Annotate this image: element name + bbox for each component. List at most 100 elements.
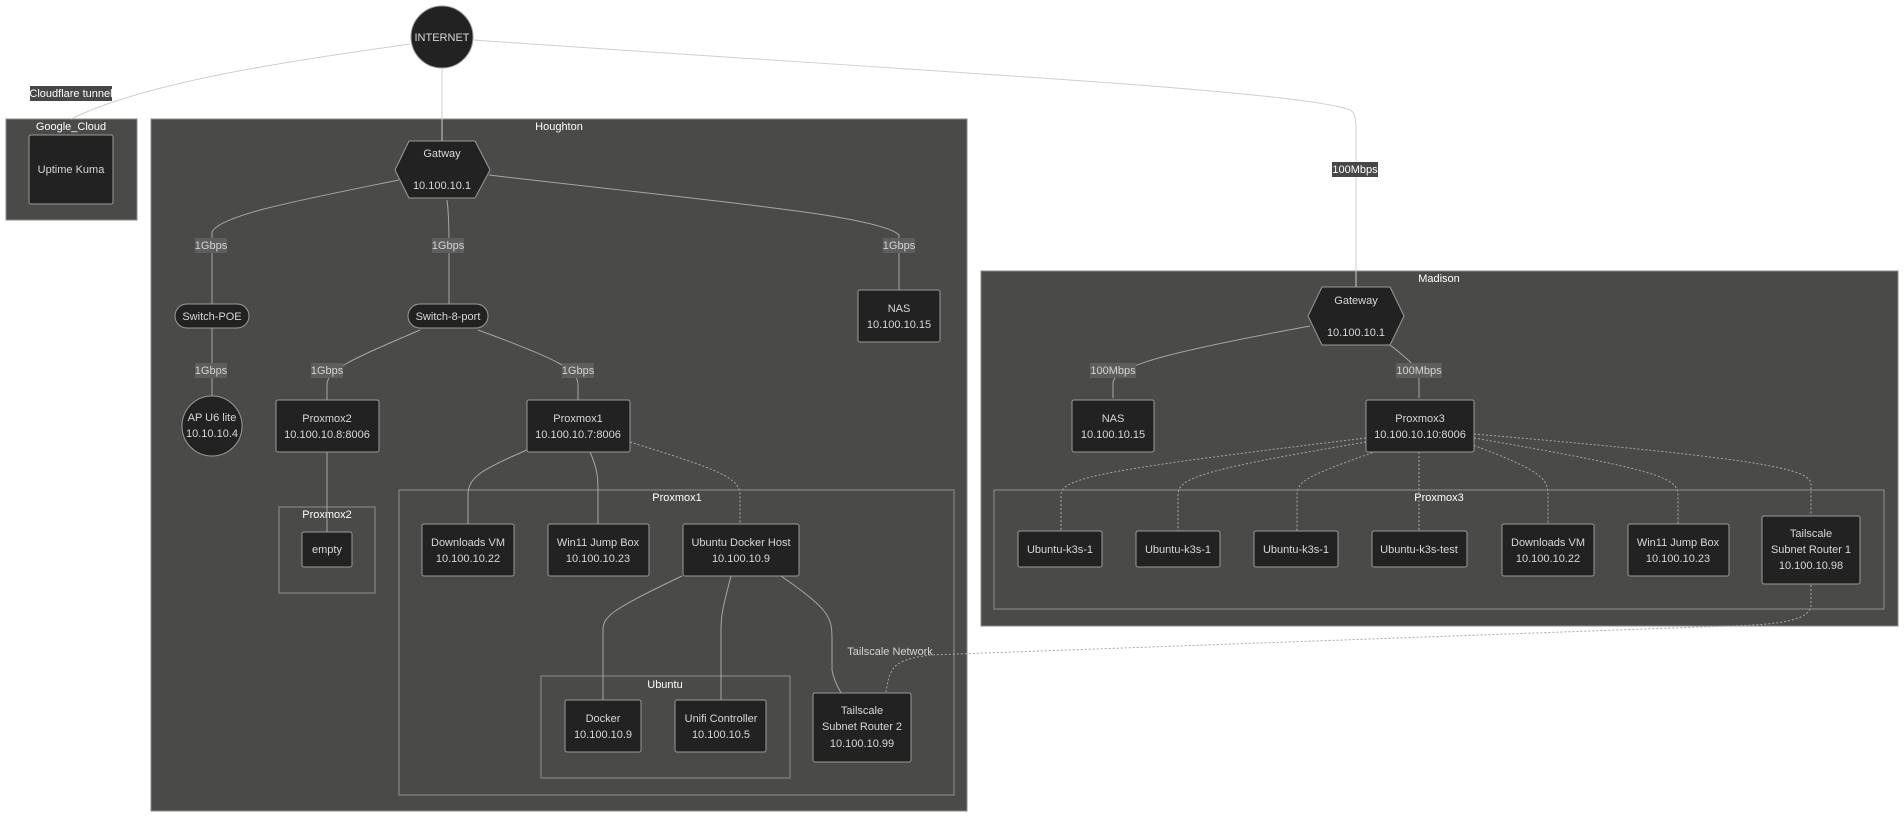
tailscale-subnet-router-1-node[interactable]	[1761, 515, 1861, 585]
ts1-line2: Subnet Router 1	[1771, 544, 1851, 556]
switch-poe-label: Switch-POE	[182, 311, 241, 323]
mbps-internet-label-bg	[1332, 162, 1378, 177]
proxmox1-name: Proxmox1	[553, 413, 603, 425]
ubuntu-k3s-1-c-label: Ubuntu-k3s-1	[1263, 544, 1329, 556]
p1-win11-jump-box-ip: 10.100.10.23	[566, 553, 630, 565]
ubuntu-docker-host-node[interactable]	[682, 523, 800, 577]
ubuntu-k3s-1-node-b[interactable]	[1135, 530, 1221, 568]
proxmox1-node[interactable]	[526, 399, 631, 453]
internet-label: INTERNET	[415, 32, 470, 44]
mbps-label-nas: 100Mbps	[1090, 365, 1136, 377]
switch-poe-node[interactable]	[174, 303, 250, 329]
proxmox3-name: Proxmox3	[1395, 413, 1445, 425]
edge-gateway-switch-poe	[211, 179, 400, 304]
madison-nas-node[interactable]	[1071, 399, 1155, 453]
cluster-ubuntu-title: Ubuntu	[647, 679, 682, 691]
gbps-label-poe: 1Gbps	[195, 240, 228, 252]
madison-gateway-name: Gateway	[1334, 295, 1378, 307]
edge-dockerhost-ts2	[780, 575, 842, 694]
p3-downloads-vm-ip: 10.100.10.22	[1516, 553, 1580, 565]
p3-downloads-vm-node[interactable]	[1501, 523, 1595, 577]
edge-internet-madison	[473, 39, 1357, 287]
uptime-kuma-node[interactable]	[28, 134, 114, 205]
label-bg	[883, 238, 915, 253]
cluster-proxmox1-title: Proxmox1	[652, 492, 702, 504]
p3-win11-jump-box-node[interactable]	[1627, 523, 1730, 577]
ubuntu-docker-host-ip: 10.100.10.9	[712, 553, 770, 565]
tailscale-subnet-router-2-node[interactable]	[812, 692, 912, 763]
label-bg	[1396, 363, 1442, 378]
houghton-nas-node[interactable]	[857, 289, 941, 343]
cloudflare-tunnel-label: Cloudflare tunnel	[29, 88, 112, 100]
unifi-controller-node[interactable]	[674, 699, 767, 753]
gbps-label-proxmox2: 1Gbps	[311, 365, 344, 377]
houghton-gateway-node[interactable]	[394, 140, 491, 199]
label-bg	[432, 238, 464, 253]
ts2-ip: 10.100.10.99	[830, 738, 894, 750]
cluster-google-cloud-title: Google_Cloud	[36, 121, 106, 133]
cluster-houghton-title: Houghton	[535, 121, 583, 133]
switch-8-port-node[interactable]	[407, 303, 489, 329]
cluster-proxmox3	[993, 489, 1885, 610]
p3-downloads-vm-name: Downloads VM	[1511, 537, 1585, 549]
ubuntu-k3s-test-label: Ubuntu-k3s-test	[1380, 544, 1458, 556]
edge-tailscale-network	[885, 585, 1812, 693]
gbps-label-ap: 1Gbps	[195, 365, 228, 377]
ubuntu-docker-host-name: Ubuntu Docker Host	[691, 537, 790, 549]
p1-downloads-vm-node[interactable]	[421, 523, 515, 577]
p1-win11-jump-box-node[interactable]	[547, 523, 650, 577]
uptime-kuma-label: Uptime Kuma	[38, 164, 106, 176]
edge-proxmox1-downloads	[467, 449, 528, 524]
label-bg	[195, 363, 227, 378]
p3-win11-jump-box-ip: 10.100.10.23	[1646, 553, 1710, 565]
switch-8-port-label: Switch-8-port	[416, 311, 481, 323]
ts1-line1: Tailscale	[1790, 528, 1832, 540]
proxmox3-ip: 10.100.10.10:8006	[1374, 429, 1466, 441]
internet-node[interactable]	[410, 5, 474, 69]
cluster-ubuntu	[540, 675, 791, 779]
edge-switch8-proxmox2	[326, 329, 421, 400]
empty-node[interactable]	[301, 531, 353, 568]
label-bg	[562, 363, 594, 378]
label-bg	[311, 363, 343, 378]
unifi-controller-name: Unifi Controller	[685, 713, 758, 725]
edge-proxmox3-k3s-a	[1060, 437, 1367, 531]
unifi-controller-ip: 10.100.10.5	[692, 729, 750, 741]
edge-proxmox3-win11	[1473, 437, 1679, 524]
cluster-proxmox1	[398, 489, 955, 796]
gbps-label-proxmox1: 1Gbps	[562, 365, 595, 377]
edge-proxmox1-docker-host	[629, 441, 741, 524]
label-bg	[195, 238, 227, 253]
edge-gateway-nas	[488, 174, 900, 290]
tailscale-network-label: Tailscale Network	[847, 646, 933, 658]
proxmox2-ip: 10.100.10.8:8006	[284, 429, 370, 441]
proxmox2-node[interactable]	[275, 399, 380, 453]
gbps-label-nas: 1Gbps	[883, 240, 916, 252]
ubuntu-k3s-1-node-a[interactable]	[1017, 530, 1103, 568]
ap-u6-lite-name: AP U6 lite	[188, 412, 237, 424]
ubuntu-k3s-test-node[interactable]	[1371, 530, 1468, 568]
mbps-internet-label: 100Mbps	[1332, 164, 1378, 176]
proxmox3-node[interactable]	[1365, 399, 1475, 453]
p3-win11-jump-box-name: Win11 Jump Box	[1637, 537, 1720, 549]
madison-nas-ip: 10.100.10.15	[1081, 429, 1145, 441]
empty-label: empty	[312, 544, 342, 556]
ts2-line1: Tailscale	[841, 705, 883, 717]
houghton-nas-name: NAS	[888, 303, 911, 315]
madison-gateway-ip: 10.100.10.1	[1327, 327, 1385, 339]
houghton-gateway-ip: 10.100.10.1	[413, 180, 471, 192]
docker-name: Docker	[586, 713, 621, 725]
ubuntu-k3s-1-node-c[interactable]	[1253, 530, 1339, 568]
ts2-line2: Subnet Router 2	[822, 721, 902, 733]
mbps-label-proxmox3: 100Mbps	[1396, 365, 1442, 377]
ap-u6-lite-ip: 10.10.10.4	[186, 428, 238, 440]
madison-gateway-node[interactable]	[1307, 286, 1405, 346]
edge-labels: Cloudflare tunnel 100Mbps 1Gbps 1Gbps 1G…	[29, 86, 1442, 658]
cluster-madison-title: Madison	[1418, 273, 1460, 285]
docker-node[interactable]	[564, 699, 642, 753]
proxmox2-name: Proxmox2	[302, 413, 352, 425]
ap-u6-lite-node[interactable]	[181, 395, 243, 457]
houghton-gateway-name: Gatway	[423, 148, 461, 160]
p1-win11-jump-box-name: Win11 Jump Box	[557, 537, 640, 549]
